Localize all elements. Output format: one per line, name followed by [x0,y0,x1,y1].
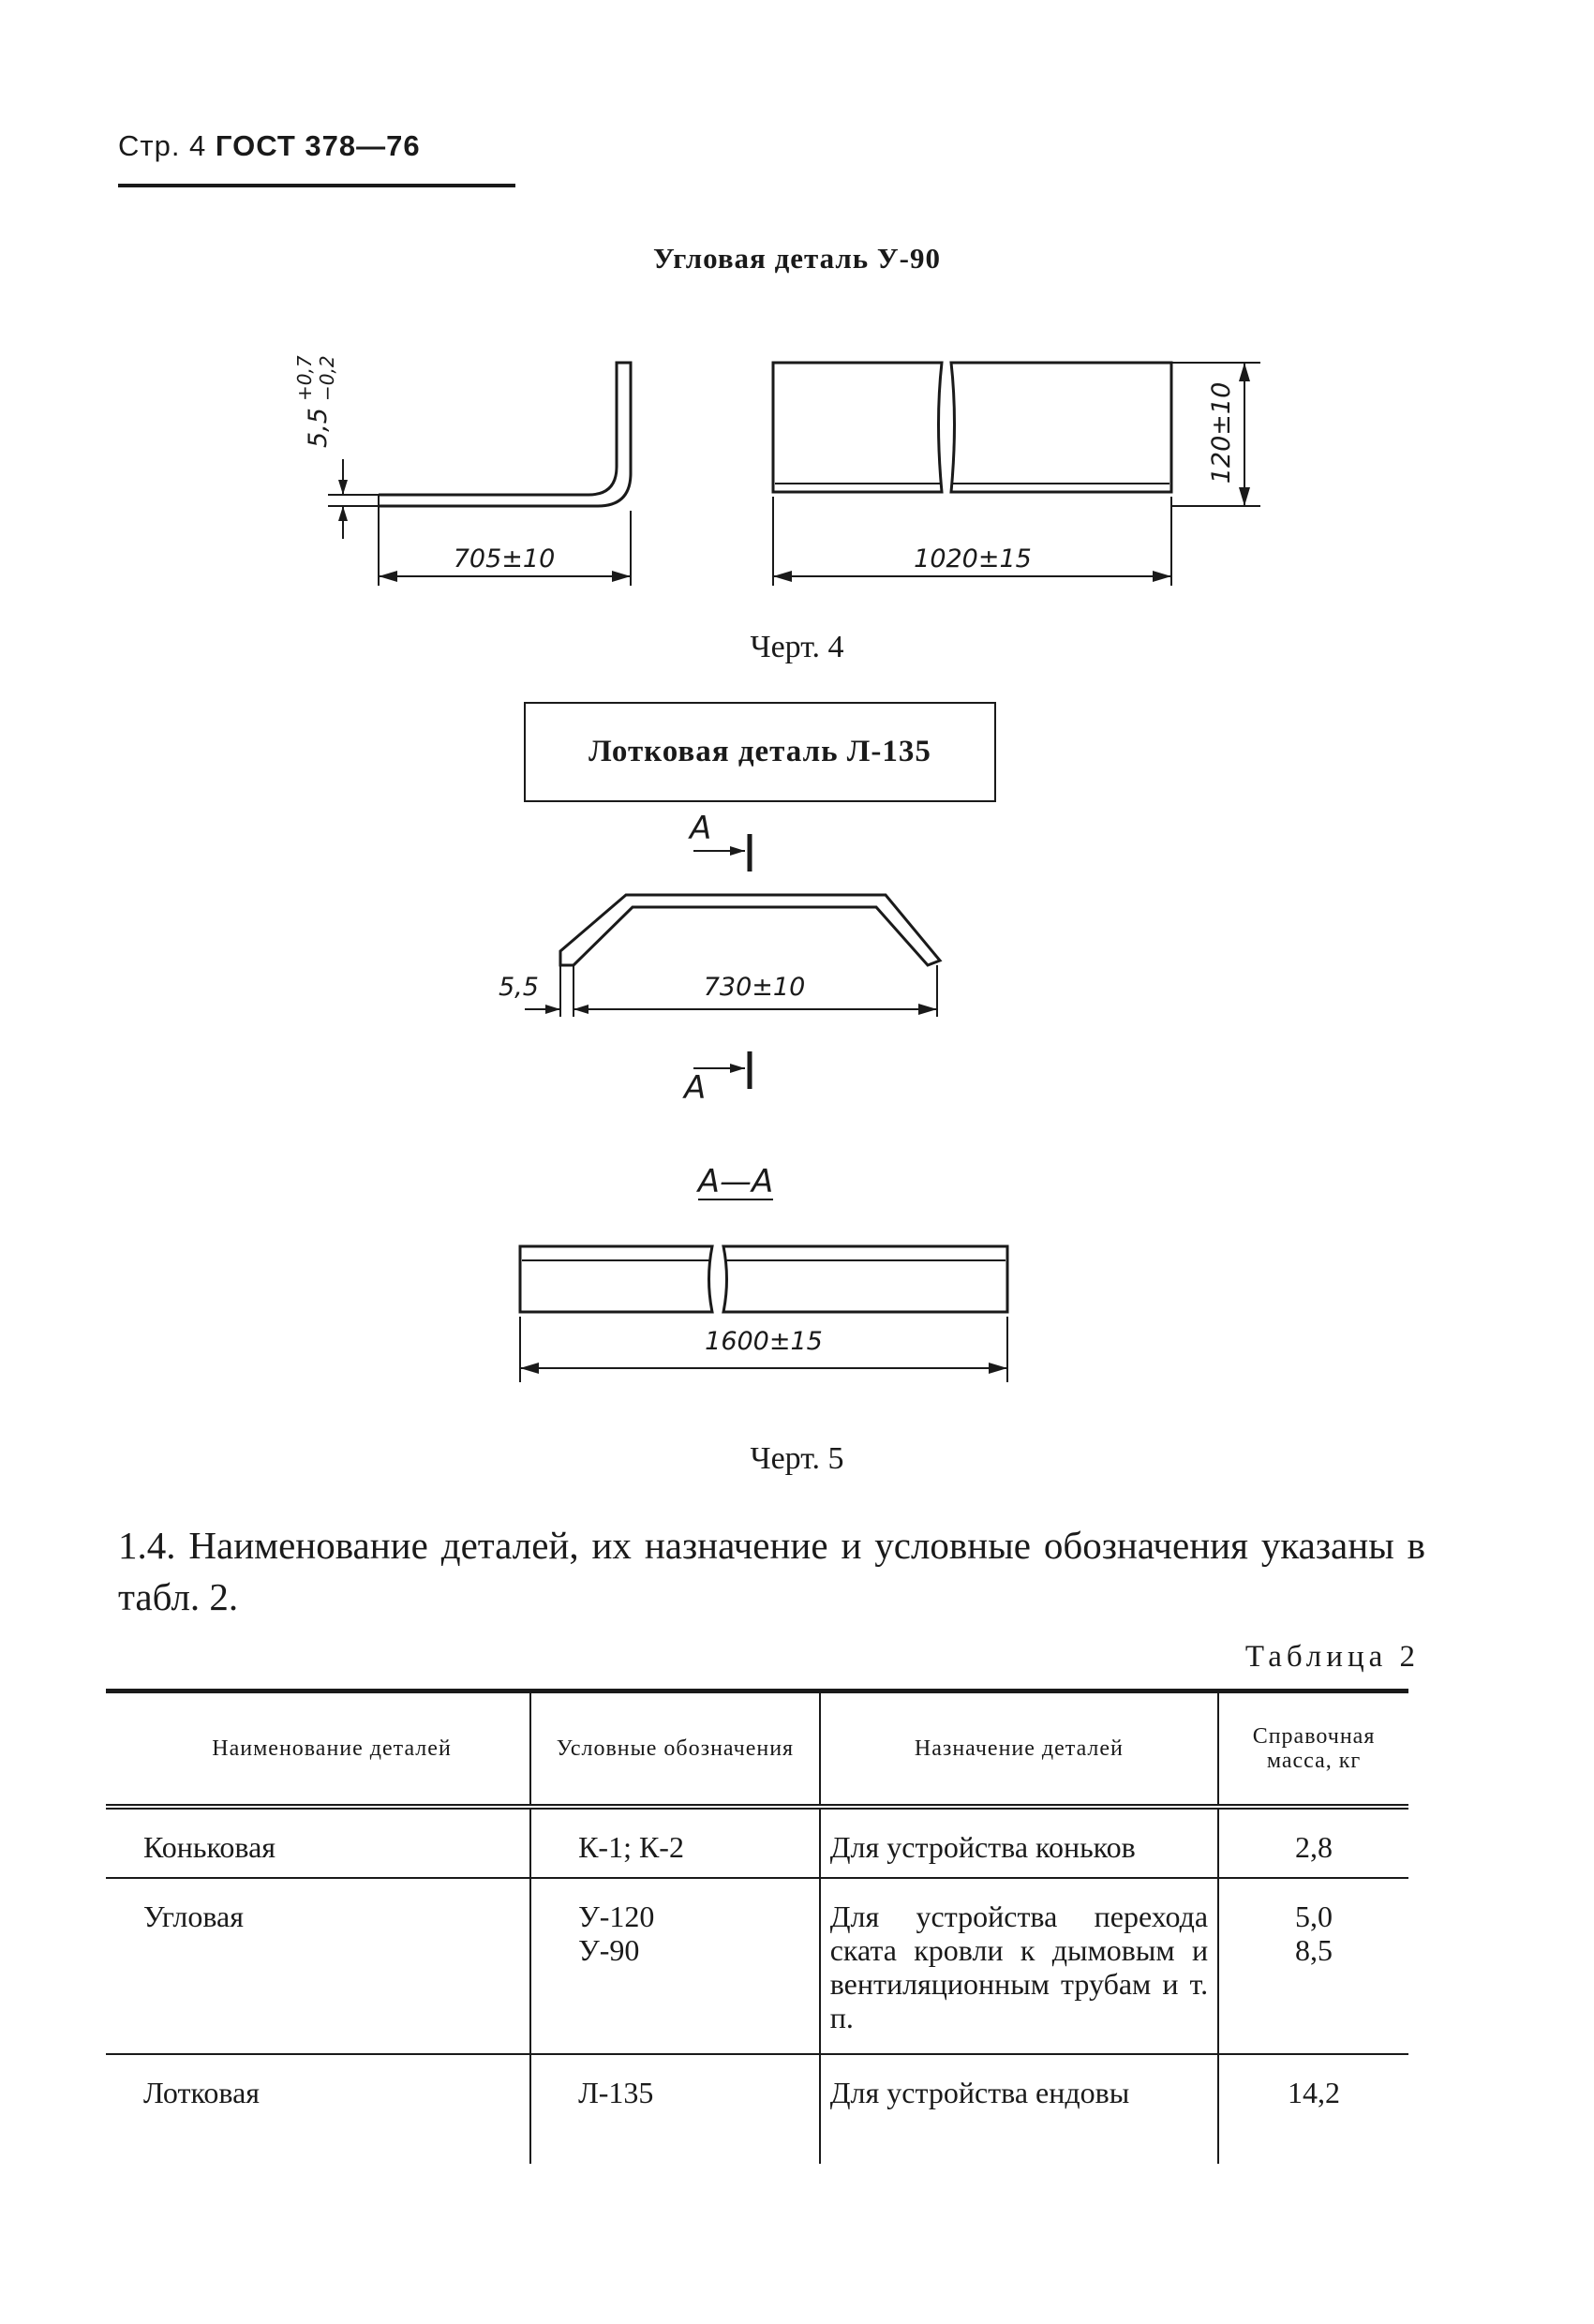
figure4-plate-drawing [771,361,1260,586]
page-number: Стр. 4 [118,129,207,162]
header-name: Наименование деталей [212,1736,452,1761]
table-row: Коньковая К-1; К-2 Для устройства конько… [106,1807,1408,1878]
dim-tol-upper: +0,7 [293,355,316,401]
table-title: Таблица 2 [1244,1640,1420,1674]
header-codes: Условные обозначения [529,1691,820,1807]
figure4-caption: Угловая деталь У-90 [652,242,942,275]
section-a-a-drawing [518,1199,1009,1382]
section-mark-bottom: А [682,1069,706,1107]
figure5-label: Черт. 5 [750,1441,844,1476]
dim-span: 730±10 [704,973,806,1002]
standard-number: ГОСТ 378—76 [215,129,421,162]
dim-fig5-length: 1600±15 [705,1327,823,1356]
figure5-trough-drawing [525,834,943,1089]
page-header: Стр. 4 ГОСТ 378—76 [118,129,421,163]
figure4-label: Черт. 4 [750,630,844,664]
section-label: А—А [696,1163,774,1200]
section-mark-top: А [688,810,711,847]
cell-codes: Л-135 [529,2054,820,2164]
table-header-row: Наименование деталей Условные обозначени… [106,1691,1408,1807]
cell-mass: 5,0 8,5 [1217,1878,1408,2054]
cell-name: Угловая [143,1899,244,1933]
header-mass: Справочная масса, кг [1217,1691,1408,1807]
cell-name: Коньковая [143,1830,276,1864]
figure5-caption-frame [524,702,996,802]
dim-width: 1020±15 [914,544,1032,574]
header-rule [118,184,515,187]
cell-purpose: Для устройства ендовы [818,2054,1219,2164]
dim-tol-lower: −0,2 [316,355,338,401]
cell-codes: К-1; К-2 [529,1807,820,1878]
figure5-caption: Лотковая деталь Л-135 [588,735,931,768]
parts-table: Наименование деталей Условные обозначени… [106,1689,1408,2164]
dim-thickness: 5,5 [304,408,333,448]
cell-purpose: Для устройства перехода ската кровли к д… [818,1878,1219,2054]
cell-codes: У-120 У-90 [529,1878,820,2054]
dim-length: 705±10 [454,544,556,574]
cell-purpose: Для устройства коньков [818,1807,1219,1878]
figure4-profile-drawing [328,361,633,586]
table-row: Угловая У-120 У-90 Для устройства перехо… [106,1878,1408,2054]
cell-mass: 2,8 [1217,1807,1408,1878]
header-purpose: Назначение деталей [818,1691,1219,1807]
dim-height: 120±10 [1207,382,1236,484]
table-row: Лотковая Л-135 Для устройства ендовы 14,… [106,2054,1408,2164]
paragraph-1-4: 1.4. Наименование деталей, их назначение… [118,1524,1425,1618]
cell-mass: 14,2 [1217,2054,1408,2164]
dim-fig5-thickness: 5,5 [499,973,539,1002]
cell-name: Лотковая [143,2076,260,2109]
